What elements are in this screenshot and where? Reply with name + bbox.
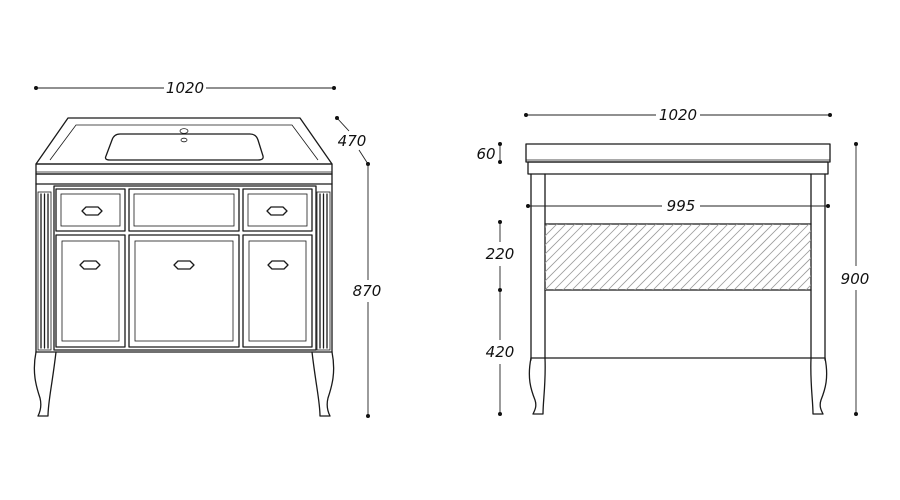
door-handle-icon bbox=[267, 260, 289, 270]
hatch-line bbox=[796, 275, 811, 290]
hatch-line bbox=[562, 224, 630, 290]
top-thickness-dimension: 60 bbox=[476, 142, 502, 164]
panel-and-lower-dimension: 220 420 bbox=[482, 220, 518, 416]
drawer-center bbox=[128, 188, 240, 232]
hatch-line bbox=[598, 224, 666, 290]
door-right bbox=[242, 234, 313, 348]
side-height-dimension: 900 bbox=[836, 142, 876, 416]
hatch-line bbox=[751, 230, 811, 290]
hatch-line bbox=[769, 248, 811, 290]
hatch-line bbox=[634, 224, 702, 290]
door-handle-icon bbox=[79, 260, 101, 270]
lower-label: 420 bbox=[486, 343, 515, 361]
hatch-line bbox=[607, 224, 675, 290]
door-left bbox=[55, 234, 126, 348]
front-height-label: 870 bbox=[353, 282, 382, 300]
side-view: 1020 60 995 220 420 bbox=[476, 105, 876, 416]
top-thickness-label: 60 bbox=[476, 145, 495, 163]
hatch-line bbox=[545, 224, 567, 246]
right-leg bbox=[311, 351, 335, 417]
hatch-line bbox=[742, 224, 810, 290]
cabinet-body bbox=[33, 173, 335, 417]
basin bbox=[104, 133, 264, 161]
hatch-line bbox=[715, 224, 783, 290]
hatch-line bbox=[553, 224, 621, 290]
hatch-line bbox=[697, 224, 765, 290]
hatch-line bbox=[706, 224, 774, 290]
hatch-line bbox=[661, 224, 729, 290]
hatch-line bbox=[679, 224, 747, 290]
hatch-line bbox=[670, 224, 738, 290]
drawer-handle-icon bbox=[81, 206, 103, 216]
front-width-dimension: 1020 bbox=[34, 78, 336, 98]
hatch-line bbox=[787, 266, 811, 290]
right-pilaster bbox=[316, 191, 331, 351]
hatch-line bbox=[616, 224, 684, 290]
side-left-leg bbox=[528, 357, 546, 415]
hatched-panel bbox=[545, 224, 811, 290]
front-view: 1020 470 870 bbox=[33, 78, 386, 418]
door-handle-icon bbox=[173, 260, 195, 270]
drawer-handle-icon bbox=[266, 206, 288, 216]
side-height-label: 900 bbox=[841, 270, 870, 288]
hatch-line bbox=[545, 224, 585, 264]
vanity-top bbox=[35, 117, 333, 175]
hatch-line bbox=[545, 224, 603, 282]
hatch-line bbox=[652, 224, 720, 290]
drawer-right bbox=[242, 188, 313, 232]
side-body bbox=[528, 173, 828, 415]
hatch-line bbox=[589, 224, 657, 290]
hatch-line bbox=[625, 224, 693, 290]
front-depth-label: 470 bbox=[338, 132, 367, 150]
tap-hole bbox=[179, 128, 189, 134]
panel-label: 220 bbox=[486, 245, 515, 263]
door-center bbox=[128, 234, 240, 348]
side-right-leg bbox=[810, 357, 828, 415]
hatch-line bbox=[545, 224, 558, 237]
front-depth-dimension: 470 bbox=[335, 116, 370, 166]
side-top bbox=[525, 143, 831, 175]
inner-width-label: 995 bbox=[667, 197, 696, 215]
left-leg bbox=[33, 351, 57, 417]
left-pilaster bbox=[37, 191, 52, 351]
drawer-left bbox=[55, 188, 126, 232]
hatch-line bbox=[724, 224, 792, 290]
hatch-line bbox=[778, 257, 811, 290]
hatch-line bbox=[545, 224, 576, 255]
front-height-dimension: 870 bbox=[350, 164, 386, 418]
hatch-line bbox=[688, 224, 756, 290]
inner-width-dimension: 995 bbox=[526, 196, 830, 216]
side-width-dimension: 1020 bbox=[524, 105, 832, 125]
hatch-line bbox=[643, 224, 711, 290]
side-width-label: 1020 bbox=[659, 106, 697, 124]
hatch-line bbox=[760, 239, 811, 290]
hatch-line bbox=[733, 224, 801, 290]
hatch-line bbox=[545, 224, 612, 290]
hatch-line bbox=[545, 224, 594, 273]
front-width-label: 1020 bbox=[166, 79, 204, 97]
hatch-line bbox=[571, 224, 639, 290]
hatch-line bbox=[580, 224, 648, 290]
